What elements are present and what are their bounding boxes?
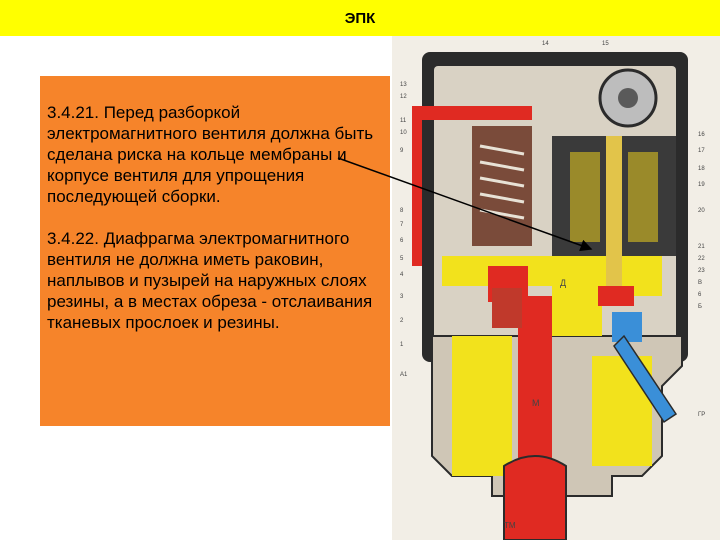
valve-cross-section: 14 15 13 12 11 10 9 8 7 6 5 4 3 2 1 A1 1… bbox=[392, 36, 720, 541]
slide-title: ЭПК bbox=[344, 9, 376, 27]
paragraph-1: 3.4.21. Перед разборкой электромагнитног… bbox=[47, 103, 374, 206]
text-box: 3.4.21. Перед разборкой электромагнитног… bbox=[40, 76, 390, 426]
coil-left bbox=[570, 152, 600, 242]
diagram-number: 14 bbox=[542, 41, 549, 47]
diagram-number: 12 bbox=[400, 94, 407, 100]
diagram-number: ГР bbox=[698, 412, 705, 418]
diagram-number: 10 bbox=[400, 130, 407, 136]
diagram-number: B bbox=[698, 280, 702, 286]
blue-chamber bbox=[612, 312, 642, 342]
valve-diagram: 14 15 13 12 11 10 9 8 7 6 5 4 3 2 1 A1 1… bbox=[392, 36, 720, 541]
red-outlet bbox=[503, 455, 567, 541]
diagram-label: ТМ bbox=[504, 521, 516, 530]
diagram-number: 17 bbox=[698, 148, 705, 154]
diagram-number: 9 bbox=[400, 148, 404, 154]
diagram-number: 2 bbox=[400, 318, 404, 324]
diagram-number: 13 bbox=[400, 82, 407, 88]
coil-right bbox=[628, 152, 658, 242]
paragraph-2: 3.4.22. Диафрагма электромагнитного вент… bbox=[47, 229, 373, 332]
blue-port bbox=[613, 334, 678, 424]
diagram-label: М bbox=[532, 398, 540, 408]
diagram-number: 11 bbox=[400, 118, 407, 124]
diagram-number: Б bbox=[698, 304, 702, 310]
diagram-number: 6 bbox=[698, 292, 702, 298]
slide-title-bar: ЭПК bbox=[0, 0, 720, 36]
diagram-number: 18 bbox=[698, 166, 705, 172]
connector-core bbox=[618, 88, 638, 108]
red-side-line bbox=[412, 106, 422, 266]
diagram-number: 16 bbox=[698, 132, 705, 138]
armature bbox=[606, 136, 622, 286]
diagram-number: A1 bbox=[400, 372, 408, 378]
red-valve-seat bbox=[598, 286, 634, 306]
diagram-number: 3 bbox=[400, 294, 404, 300]
diagram-number: 1 bbox=[400, 342, 404, 348]
diagram-number: 4 bbox=[400, 272, 404, 278]
yellow-channel-left bbox=[452, 336, 512, 476]
diagram-number: 19 bbox=[698, 182, 705, 188]
diagram-number: 21 bbox=[698, 244, 705, 250]
red-small-valve bbox=[492, 288, 522, 328]
diagram-number: 22 bbox=[698, 256, 705, 262]
diagram-number: 23 bbox=[698, 268, 705, 274]
diagram-number: 5 bbox=[400, 256, 404, 262]
red-top-line bbox=[412, 106, 532, 120]
diagram-label: Д bbox=[560, 278, 566, 288]
diagram-number: 20 bbox=[698, 208, 705, 214]
diagram-number: 15 bbox=[602, 41, 609, 47]
